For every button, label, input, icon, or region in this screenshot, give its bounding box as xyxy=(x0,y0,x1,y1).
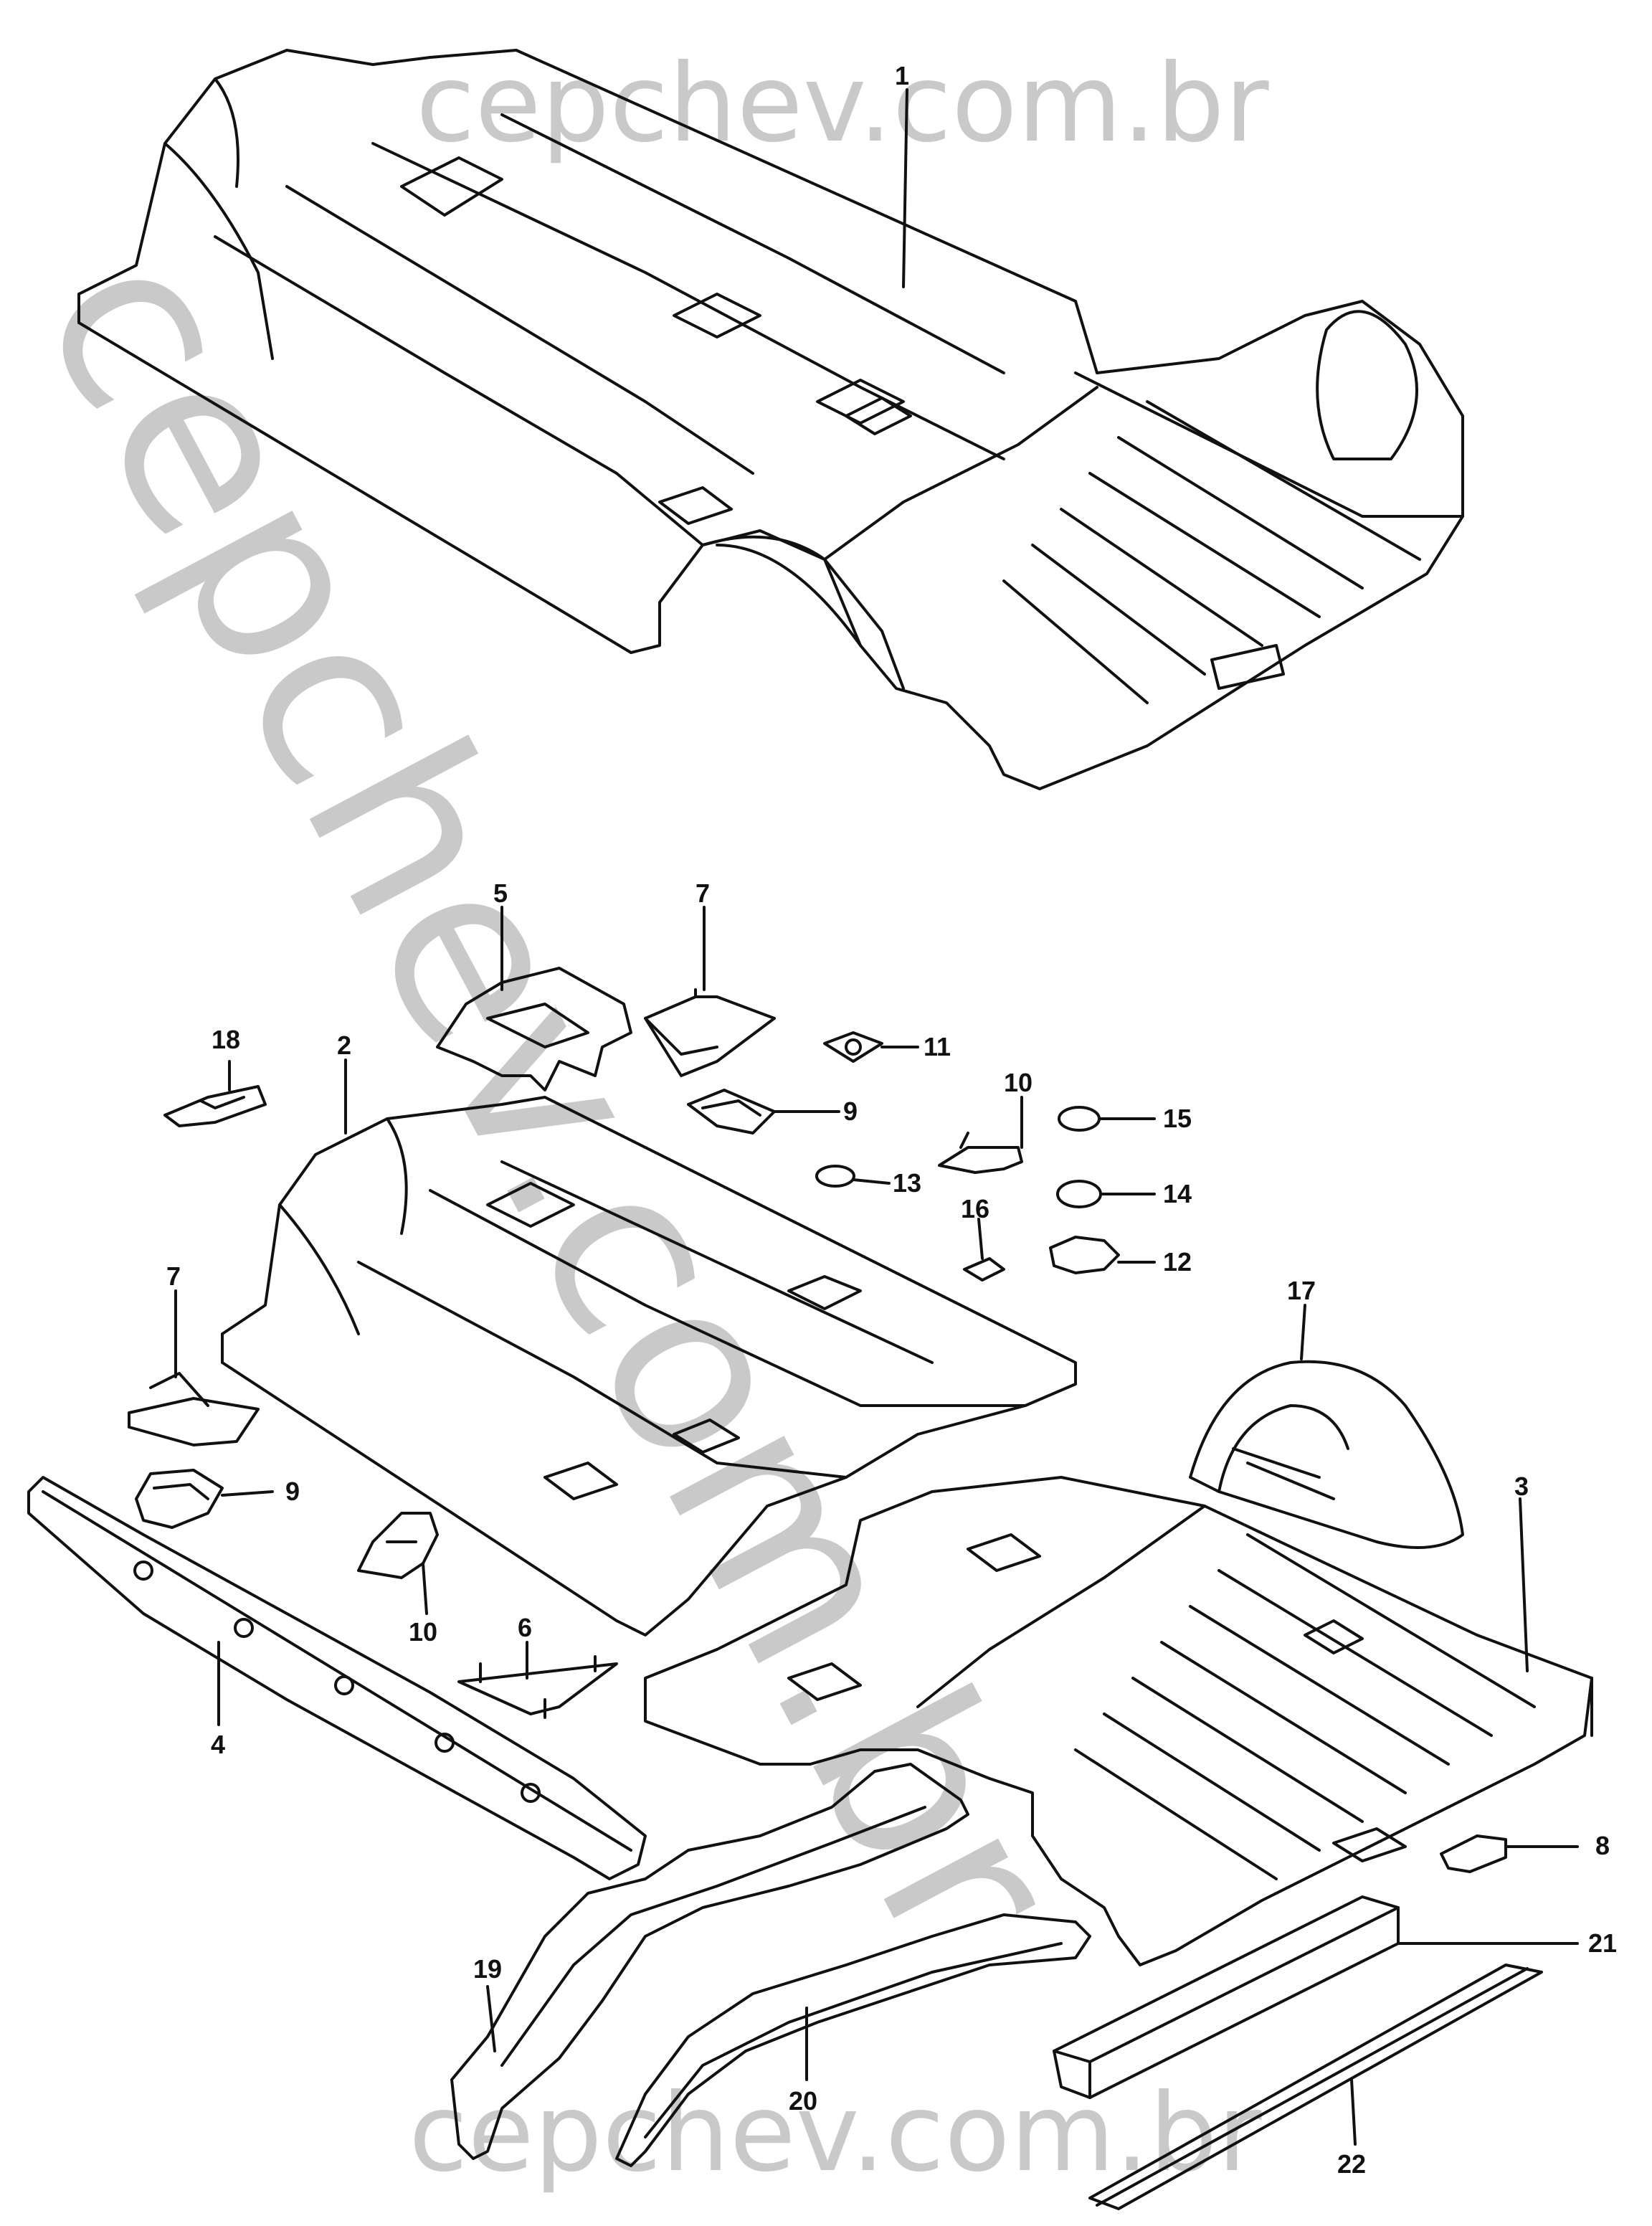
callout-line-3 xyxy=(1519,1497,1529,1672)
callout-7-upper: 7 xyxy=(696,878,711,908)
part-13-plug xyxy=(815,1165,855,1188)
part-21-channel xyxy=(1053,1895,1400,2099)
callout-5: 5 xyxy=(493,878,508,908)
part-20-rear-longitudinal xyxy=(615,1913,1091,2167)
part-18-bracket xyxy=(163,1085,267,1127)
callout-4: 4 xyxy=(211,1730,226,1759)
callout-11: 11 xyxy=(924,1032,951,1061)
part-7-lower-plate xyxy=(128,1372,260,1446)
callout-10-lower: 10 xyxy=(409,1617,438,1647)
callout-21: 21 xyxy=(1588,1928,1618,1958)
part-5-bracket xyxy=(436,967,632,1091)
front-floor-panel xyxy=(221,1096,1077,1637)
callout-14: 14 xyxy=(1163,1179,1192,1208)
callout-18: 18 xyxy=(212,1025,241,1054)
callout-22: 22 xyxy=(1337,2149,1367,2179)
side-rocker-rail xyxy=(27,1476,647,1880)
part-19-front-longitudinal xyxy=(450,1763,969,2160)
callout-6: 6 xyxy=(518,1613,533,1642)
callout-15: 15 xyxy=(1163,1104,1192,1133)
rear-floor-panel xyxy=(644,1476,1593,1966)
callout-line-17 xyxy=(1300,1304,1306,1360)
part-9-upper-bracket xyxy=(687,1089,776,1135)
callout-line-13 xyxy=(852,1178,891,1185)
callout-line-9b xyxy=(221,1490,274,1497)
part-8-bracket xyxy=(1440,1834,1507,1873)
callout-line-19 xyxy=(486,1985,496,2052)
callout-line-16 xyxy=(977,1218,984,1260)
part-10-lower-bracket xyxy=(357,1512,439,1579)
callout-9-upper: 9 xyxy=(843,1097,858,1126)
callout-8: 8 xyxy=(1595,1831,1610,1860)
part-10-upper-bracket xyxy=(938,1132,1023,1174)
part-16-pad xyxy=(963,1257,1005,1282)
callout-10-upper: 10 xyxy=(1004,1068,1033,1097)
watermark-bottom: cepchev.com.br xyxy=(409,2071,1262,2196)
part-12-cover xyxy=(1049,1236,1120,1274)
part-22-strip xyxy=(1088,1964,1543,2210)
part-15-plug xyxy=(1058,1106,1101,1132)
callout-line-10b xyxy=(422,1562,428,1615)
callout-13: 13 xyxy=(893,1168,922,1198)
callout-12: 12 xyxy=(1163,1247,1192,1277)
floor-assembly-complete xyxy=(77,49,1464,790)
callout-19: 19 xyxy=(473,1954,503,1984)
part-14-plug xyxy=(1056,1180,1102,1208)
part-6-triangle-bracket xyxy=(457,1655,618,1719)
callout-line-1 xyxy=(902,88,908,288)
callout-9-lower: 9 xyxy=(285,1477,300,1506)
callout-16: 16 xyxy=(961,1194,990,1223)
callout-2: 2 xyxy=(337,1031,352,1060)
callout-20: 20 xyxy=(789,2086,818,2116)
rear-wheelhouse xyxy=(1189,1360,1464,1549)
part-11-clip xyxy=(823,1031,883,1063)
callout-7-lower: 7 xyxy=(166,1261,181,1291)
part-9-lower-bracket xyxy=(135,1469,224,1529)
callout-1: 1 xyxy=(895,61,910,90)
callout-line-22 xyxy=(1350,2078,1357,2146)
callout-17: 17 xyxy=(1287,1276,1316,1305)
part-7-upper-plate xyxy=(644,988,776,1077)
callout-3: 3 xyxy=(1514,1472,1529,1501)
